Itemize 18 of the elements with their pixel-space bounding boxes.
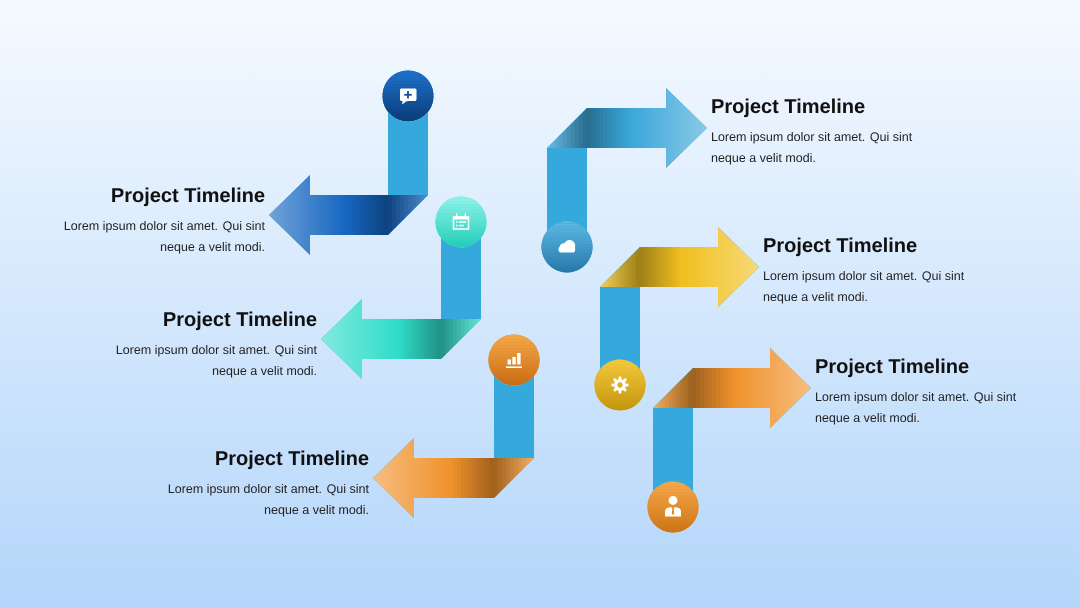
heading: Project Timeline	[164, 311, 317, 331]
bent-arrow	[653, 348, 811, 492]
heading: Project Timeline	[764, 237, 917, 257]
bent-arrow	[547, 88, 707, 232]
bent-arrow	[600, 227, 759, 370]
heading: Project Timeline	[712, 98, 865, 118]
description: Lorem ipsum dolor sit amet. Qui sint neque a velit modi.	[815, 391, 1017, 425]
description: Lorem ipsum dolor sit amet. Qui sint neque a velit modi.	[763, 270, 965, 304]
description: Lorem ipsum dolor sit amet. Qui sint neque a velit modi.	[711, 131, 913, 165]
heading: Project Timeline	[112, 187, 265, 207]
description: Lorem ipsum dolor sit amet. Qui sint neque a velit modi.	[116, 344, 317, 378]
heading: Project Timeline	[216, 450, 369, 470]
bent-arrow	[269, 111, 428, 255]
bent-arrow	[321, 237, 481, 379]
description: Lorem ipsum dolor sit amet. Qui sint neque a velit modi.	[64, 220, 265, 254]
bent-arrow	[373, 375, 534, 518]
heading: Project Timeline	[816, 358, 969, 378]
description: Lorem ipsum dolor sit amet. Qui sint neque a velit modi.	[168, 483, 369, 517]
